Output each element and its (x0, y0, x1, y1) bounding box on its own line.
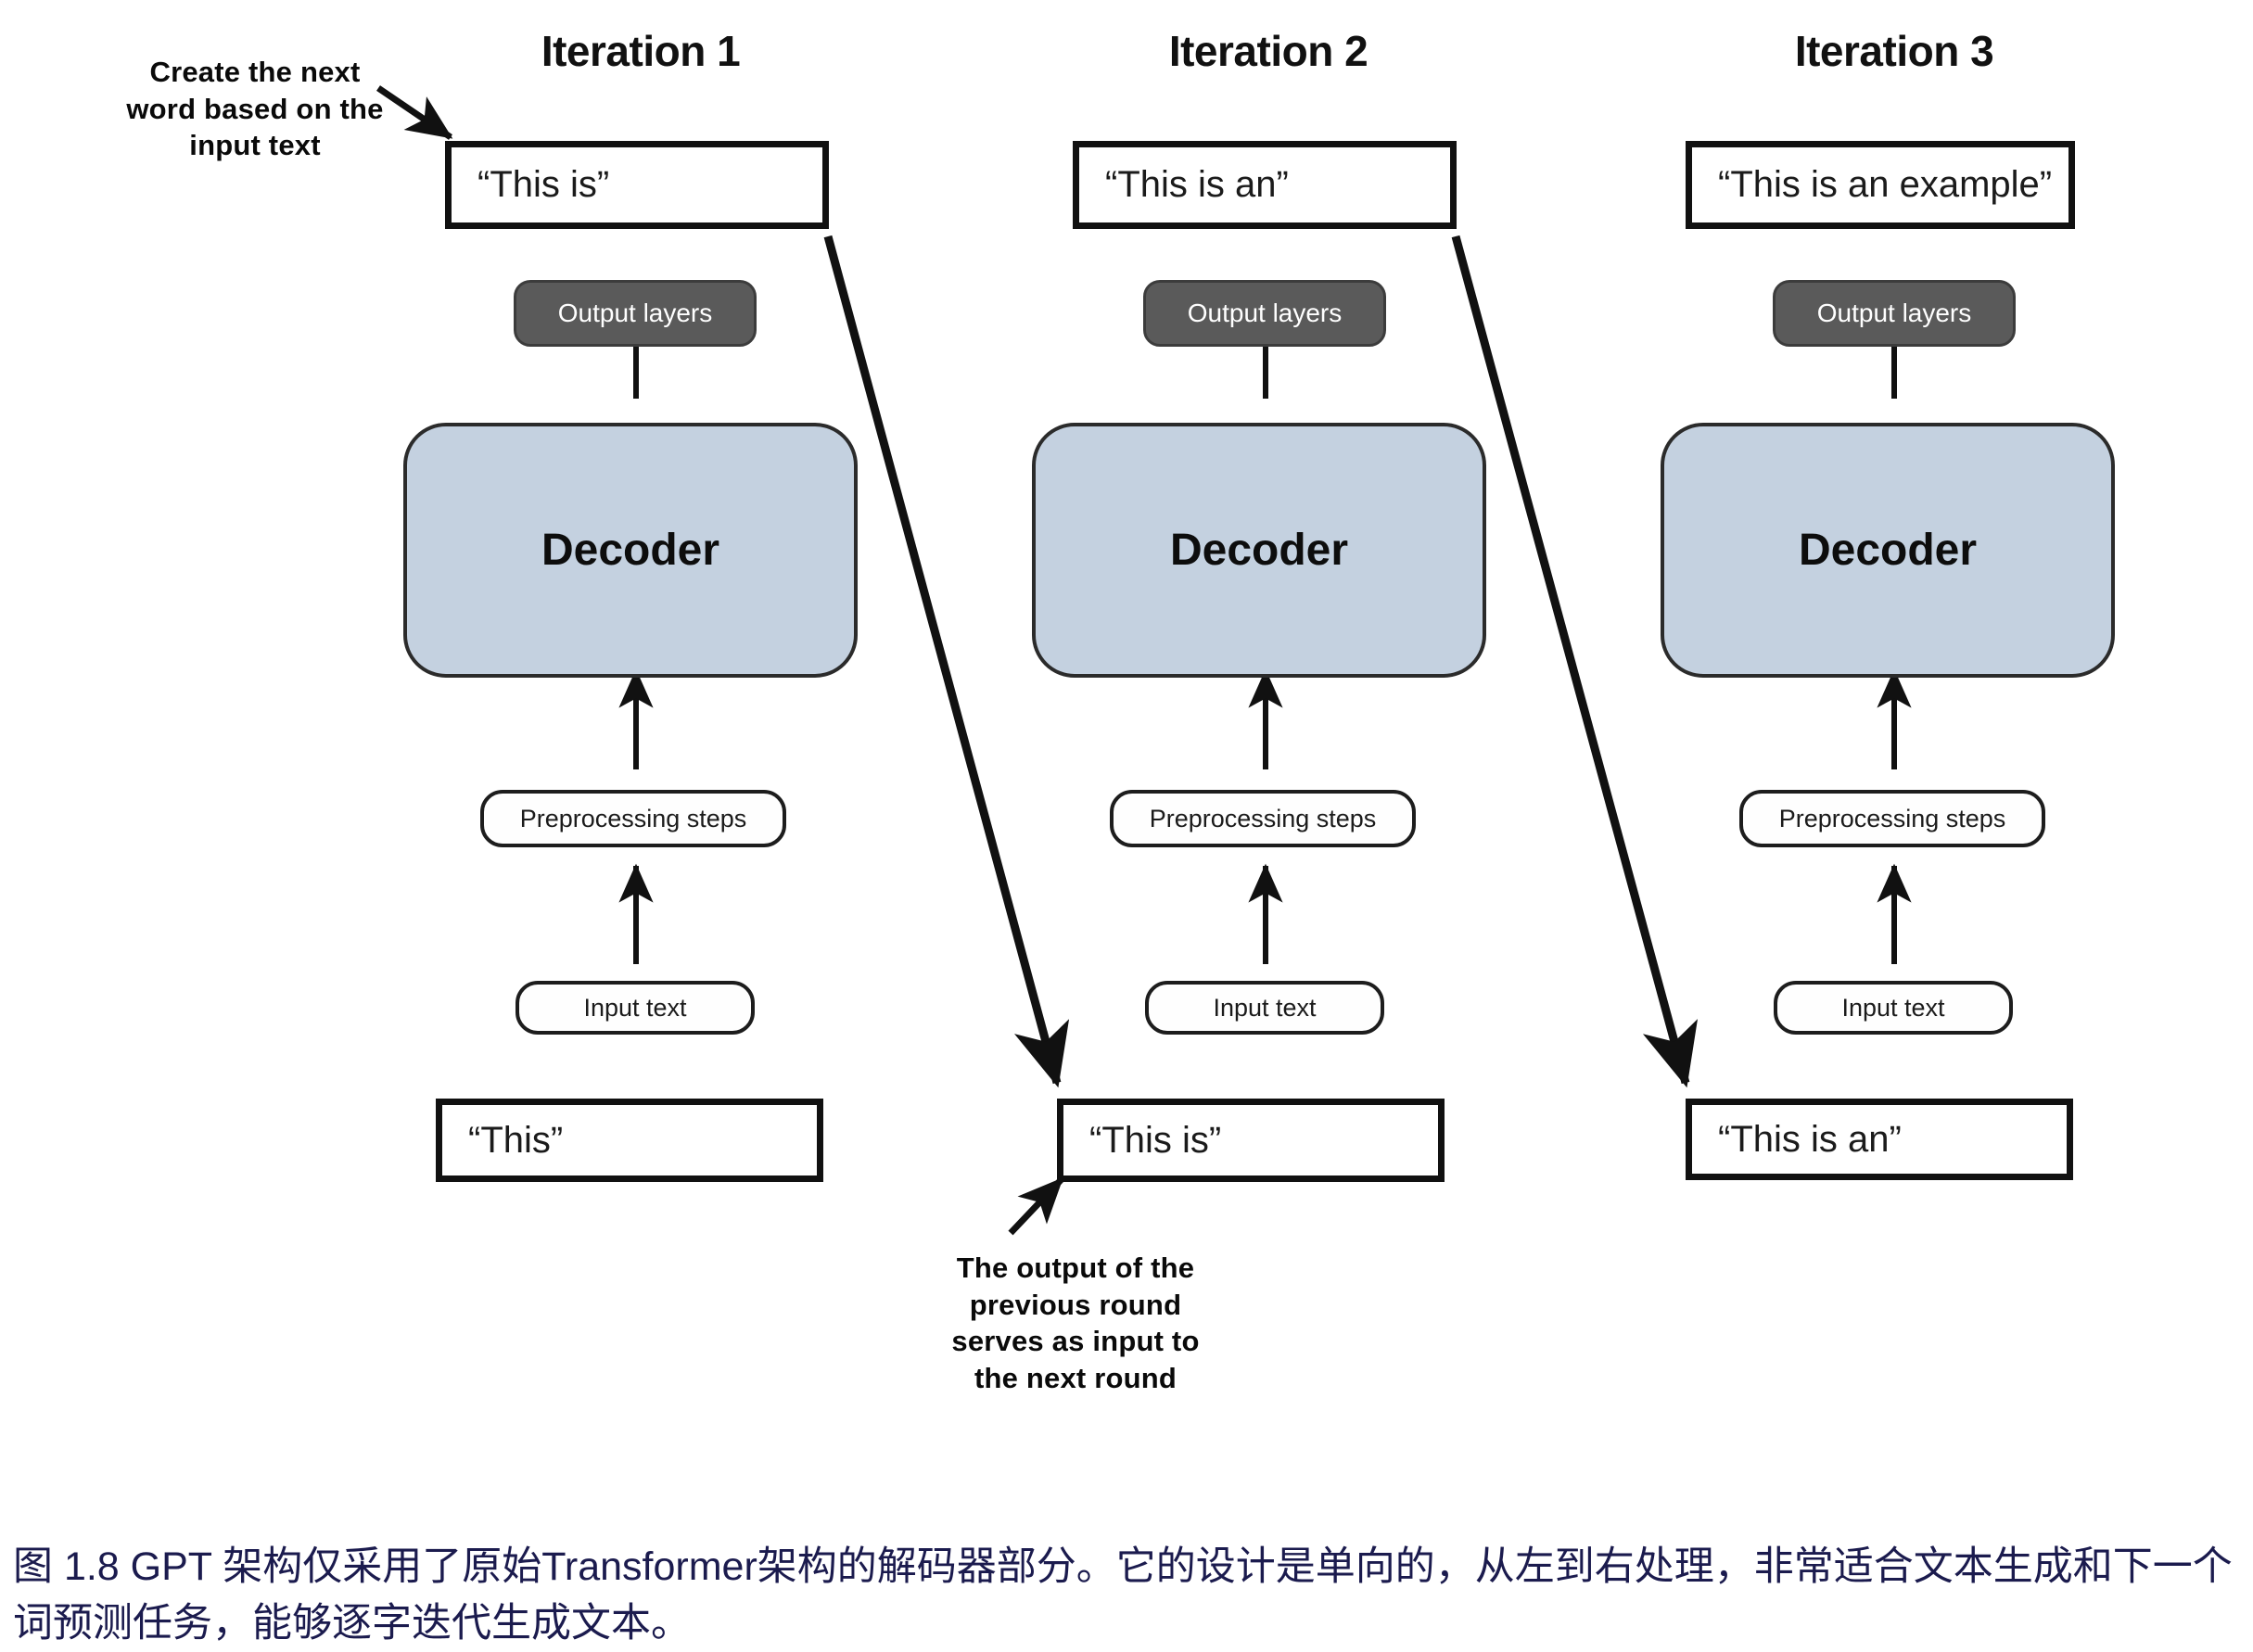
column-title-iteration-3: Iteration 3 (1794, 27, 1994, 75)
input-text-box-iteration-2: “This is” (1057, 1099, 1445, 1182)
annotation-line: input text (189, 129, 321, 162)
input-text-iteration-3: Input text (1774, 981, 2013, 1035)
output-layers-iteration-3: Output layers (1773, 280, 2016, 347)
annotation-line: the next round (974, 1362, 1177, 1395)
annotation-arrow-previous-round (1008, 1176, 1064, 1236)
carryover-arrow-1-to-2 (823, 235, 1070, 1088)
decoder-iteration-3: Decoder (1661, 423, 2115, 678)
annotation-previous-round-output: The output of the previous round serves … (895, 1250, 1256, 1397)
carryover-arrow-2-to-3 (1451, 235, 1699, 1088)
decoder-iteration-2: Decoder (1032, 423, 1486, 678)
output-layers-iteration-2: Output layers (1143, 280, 1386, 347)
preprocessing-steps-iteration-1: Preprocessing steps (480, 790, 786, 847)
decoder-iteration-1: Decoder (403, 423, 858, 678)
output-layers-iteration-1: Output layers (514, 280, 757, 347)
output-text-box-iteration-2: “This is an” (1073, 141, 1457, 229)
input-text-iteration-2: Input text (1145, 981, 1384, 1035)
annotation-create-next-word: Create the next word based on the input … (121, 54, 389, 164)
figure-caption: 图 1.8 GPT 架构仅采用了原始Transformer架构的解码器部分。它的… (13, 1544, 2233, 1646)
input-text-box-iteration-3: “This is an” (1686, 1099, 2073, 1180)
annotation-line: The output of the (956, 1252, 1195, 1284)
input-text-box-iteration-1: “This” (436, 1099, 823, 1182)
output-text-box-iteration-1: “This is” (445, 141, 829, 229)
annotation-line: Create the next (149, 56, 361, 88)
preprocessing-steps-iteration-3: Preprocessing steps (1739, 790, 2045, 847)
annotation-line: previous round (969, 1288, 1182, 1321)
output-text-box-iteration-3: “This is an example” (1686, 141, 2075, 229)
column-title-iteration-1: Iteration 1 (541, 27, 741, 75)
annotation-line: word based on the (126, 92, 384, 125)
input-text-iteration-1: Input text (516, 981, 755, 1035)
annotation-line: serves as input to (951, 1325, 1200, 1358)
preprocessing-steps-iteration-2: Preprocessing steps (1110, 790, 1416, 847)
column-title-iteration-2: Iteration 2 (1168, 27, 1368, 75)
